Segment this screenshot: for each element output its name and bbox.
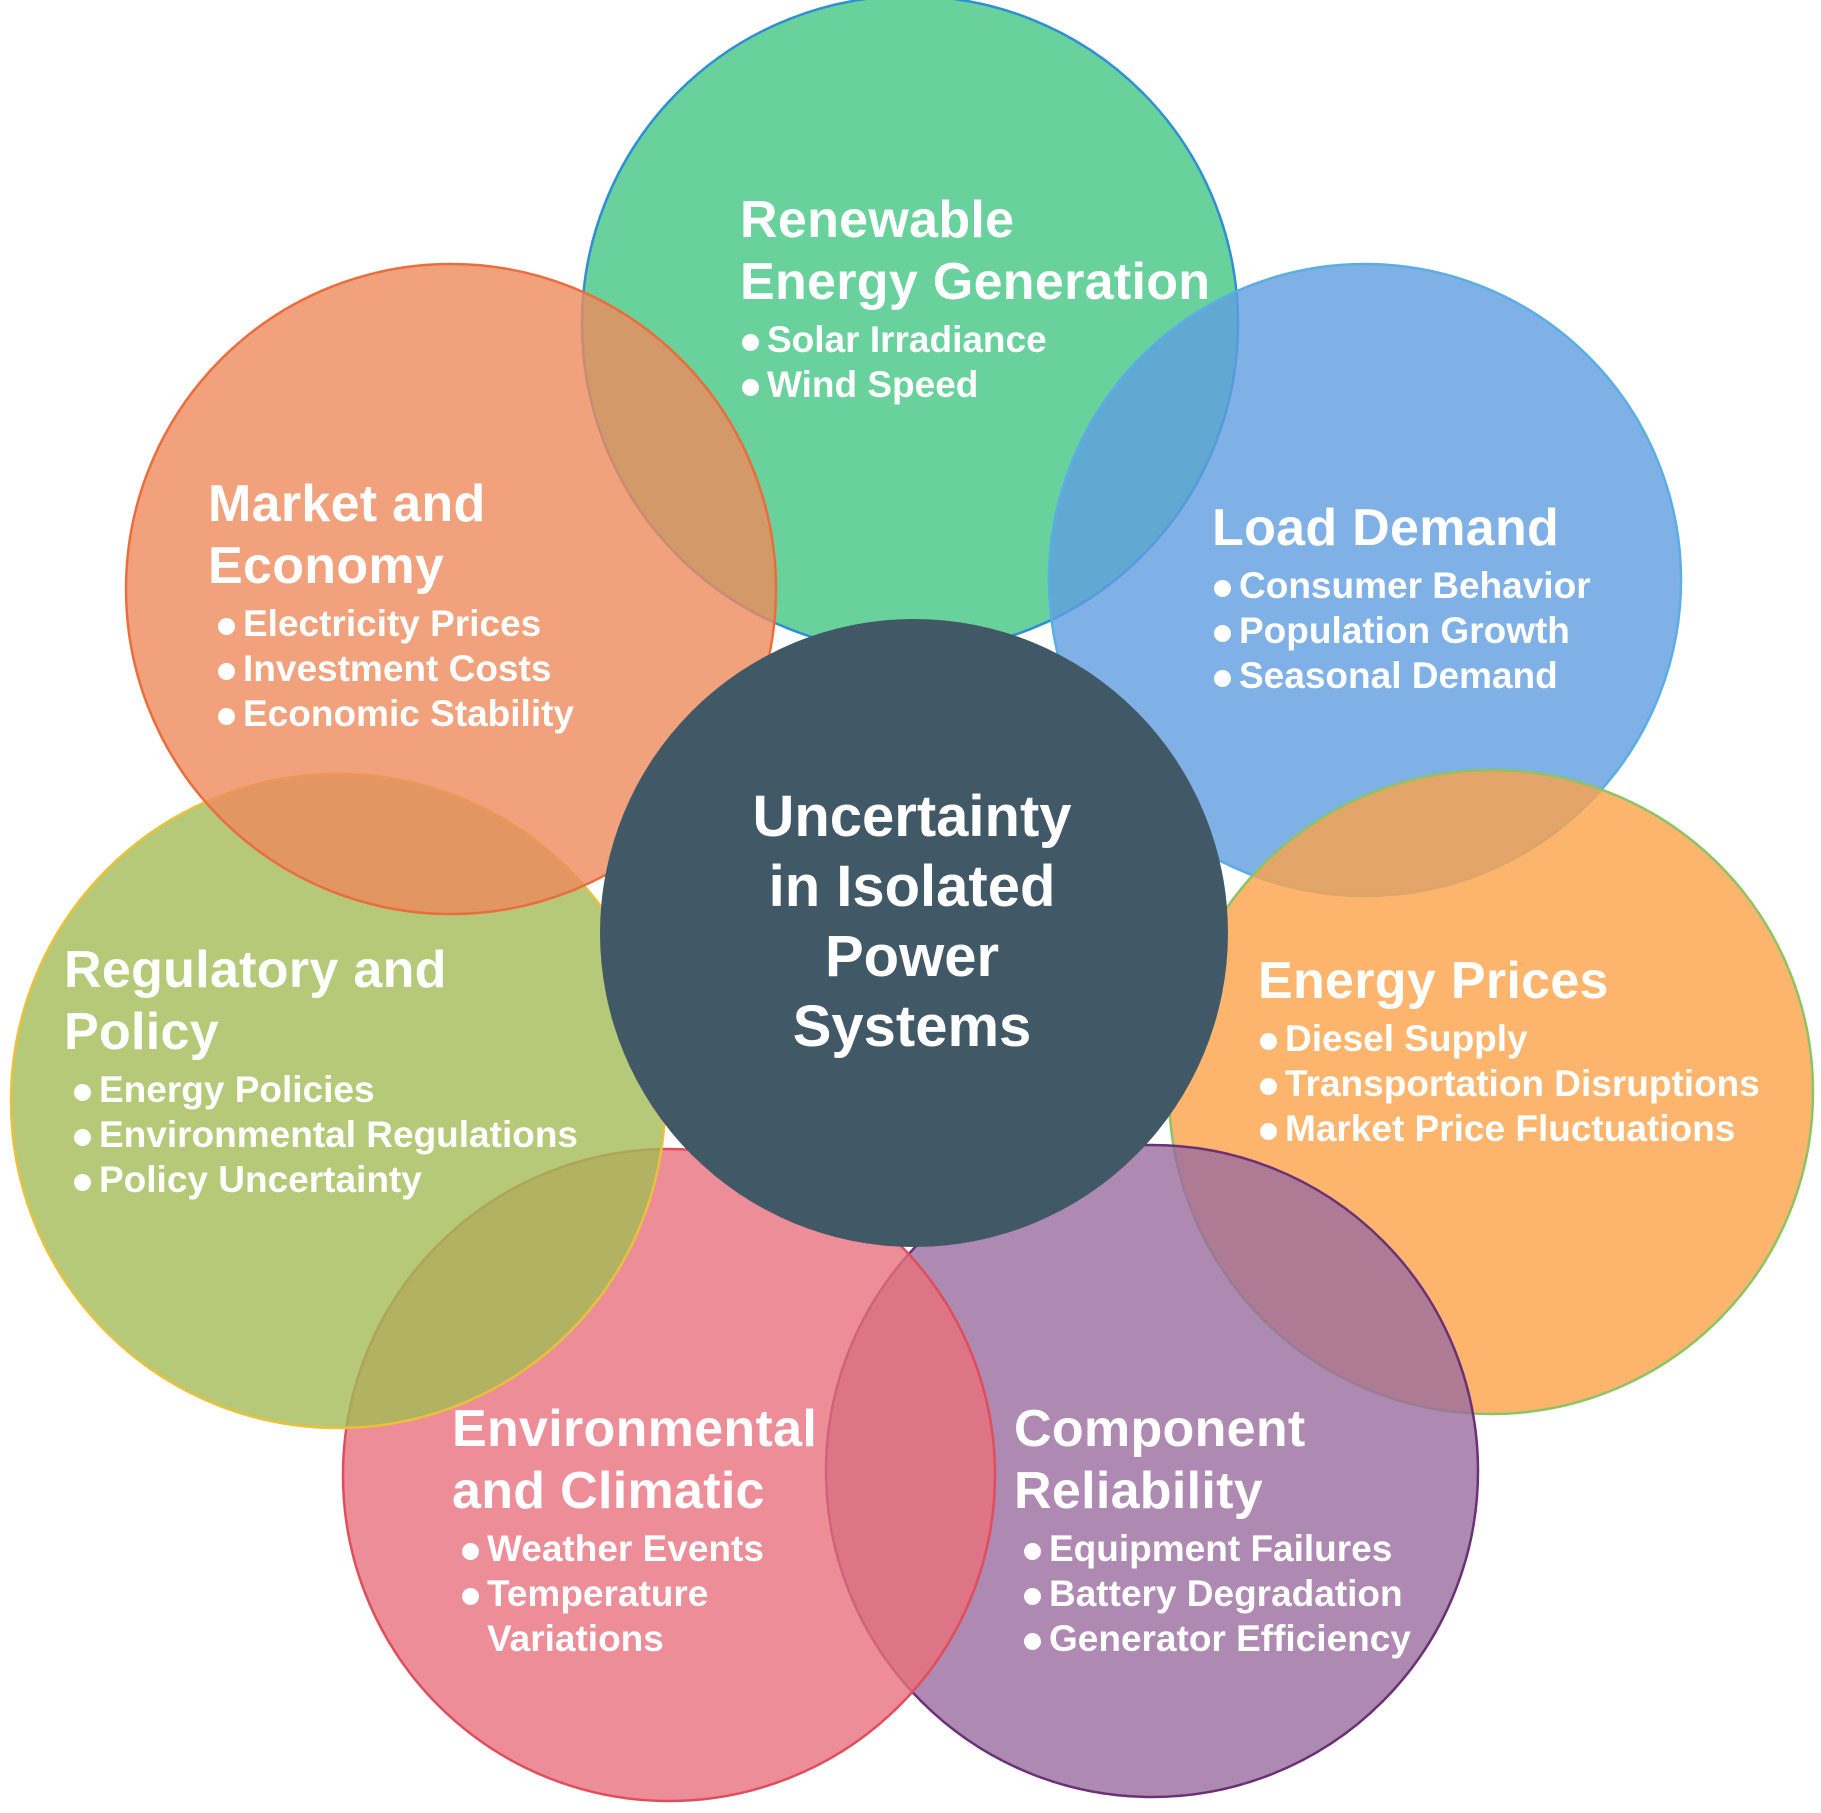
list-item: Diesel Supply bbox=[1258, 1016, 1760, 1061]
petal-items-renewable: Solar Irradiance Wind Speed bbox=[740, 317, 1210, 407]
petal-title-renewable: Renewable Energy Generation bbox=[740, 191, 1211, 311]
petal-title-component: Component Reliability bbox=[1014, 1400, 1306, 1520]
list-item: Seasonal Demand bbox=[1212, 653, 1591, 698]
petal-items-load: Consumer Behavior Population Growth Seas… bbox=[1212, 563, 1591, 698]
list-item: Weather Events bbox=[460, 1526, 817, 1571]
petal-circle-market bbox=[124, 262, 778, 916]
list-item: Generator Efficiency bbox=[1022, 1616, 1411, 1661]
petal-title-load: Load Demand bbox=[1212, 499, 1560, 557]
petal-text-regulatory: Regulatory and Policy Energy Policies En… bbox=[64, 939, 578, 1202]
list-item: Investment Costs bbox=[216, 646, 574, 691]
list-item: Electricity Prices bbox=[216, 601, 574, 646]
center-circle bbox=[600, 619, 1228, 1247]
petal-items-regulatory: Energy Policies Environmental Regulation… bbox=[72, 1067, 578, 1202]
petal-items-component: Equipment Failures Battery Degradation G… bbox=[1022, 1526, 1411, 1661]
petal-text-market: Market and Economy Electricity Prices In… bbox=[208, 473, 574, 736]
petal-text-component: Component Reliability Equipment Failures… bbox=[1014, 1398, 1411, 1661]
petal-text-load: Load Demand Consumer Behavior Population… bbox=[1212, 497, 1591, 698]
petal-title-environmental: Environmental and Climatic bbox=[452, 1400, 818, 1520]
list-item: Market Price Fluctuations bbox=[1258, 1106, 1760, 1151]
petal-text-energy-prices: Energy Prices Diesel Supply Transportati… bbox=[1258, 950, 1760, 1151]
list-item: Environmental Regulations bbox=[72, 1112, 578, 1157]
list-item: Policy Uncertainty bbox=[72, 1157, 578, 1202]
petal-text-environmental: Environmental and Climatic Weather Event… bbox=[452, 1398, 817, 1661]
list-item: Energy Policies bbox=[72, 1067, 578, 1112]
petal-items-market: Electricity Prices Investment Costs Econ… bbox=[216, 601, 574, 736]
petal-title-energy-prices: Energy Prices bbox=[1258, 952, 1609, 1010]
list-item: Economic Stability bbox=[216, 691, 574, 736]
list-item: Equipment Failures bbox=[1022, 1526, 1411, 1571]
list-item: Consumer Behavior bbox=[1212, 563, 1591, 608]
petal-title-regulatory: Regulatory and Policy bbox=[64, 941, 447, 1061]
list-item: Temperature Variations bbox=[460, 1571, 817, 1661]
petal-text-renewable: Renewable Energy Generation Solar Irradi… bbox=[740, 189, 1210, 407]
petal-title-market: Market and Economy bbox=[208, 475, 486, 595]
petal-items-energy-prices: Diesel Supply Transportation Disruptions… bbox=[1258, 1016, 1760, 1151]
list-item: Wind Speed bbox=[740, 362, 1210, 407]
list-item: Population Growth bbox=[1212, 608, 1591, 653]
center-title: Uncertainty in Isolated Power Systems bbox=[752, 784, 1072, 1059]
list-item: Battery Degradation bbox=[1022, 1571, 1411, 1616]
list-item: Transportation Disruptions bbox=[1258, 1061, 1760, 1106]
list-item: Solar Irradiance bbox=[740, 317, 1210, 362]
petal-items-environmental: Weather Events Temperature Variations bbox=[460, 1526, 817, 1661]
